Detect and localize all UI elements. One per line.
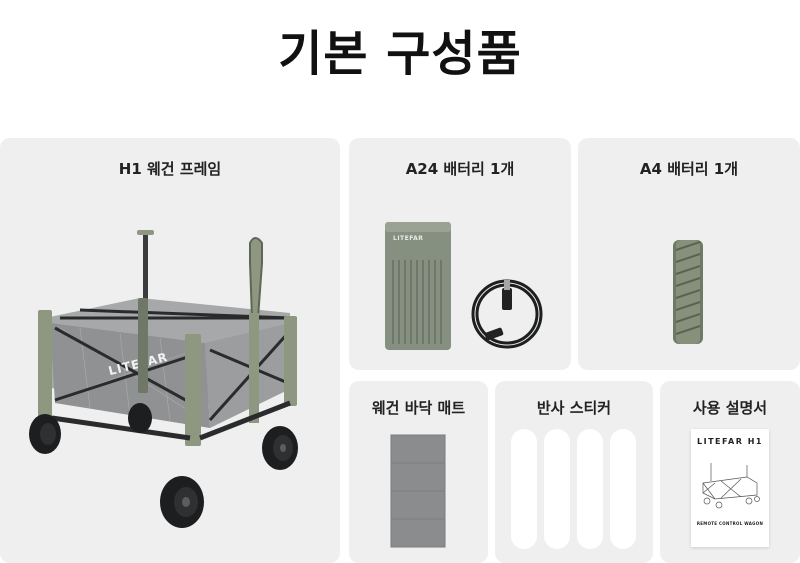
a24-battery-image: LITEFAR (385, 222, 543, 350)
item-card-floor-mat: 웨건 바닥 매트 (349, 381, 488, 563)
item-label-a4-battery: A4 배터리 1개 (639, 160, 739, 178)
wheel-front-right (262, 426, 298, 470)
page-title: 기본 구성품 (278, 26, 522, 82)
item-card-a24-battery: A24 배터리 1개 LITEFAR (349, 138, 571, 370)
item-card-wagon-frame: H1 웨건 프레임 LITEFAR (0, 138, 340, 563)
manual-brand: LITEFAR H1 (697, 437, 763, 446)
manual-caption: REMOTE CONTROL WAGON (696, 521, 764, 526)
item-label-a24-battery: A24 배터리 1개 (405, 160, 515, 178)
floor-mat-image (390, 434, 446, 548)
item-card-user-manual: 사용 설명서 LITEFAR H1 REMOTE CONTROL WAGON (660, 381, 800, 563)
wheel-back-right (128, 403, 152, 433)
manual-wagon-illustration (702, 463, 760, 509)
item-label-reflective-stickers: 반사 스티커 (536, 399, 612, 417)
wagon-frame-image: LITEFAR (29, 230, 298, 528)
item-label-wagon-frame: H1 웨건 프레임 (118, 160, 222, 178)
item-label-floor-mat: 웨건 바닥 매트 (371, 399, 466, 417)
wheel-front-left (160, 476, 204, 528)
item-card-reflective-stickers: 반사 스티커 (495, 381, 653, 563)
wheel-back-left (29, 414, 61, 454)
a24-battery-logo: LITEFAR (393, 235, 423, 242)
item-label-user-manual: 사용 설명서 (692, 399, 768, 417)
a4-battery-image (673, 240, 703, 344)
item-card-a4-battery: A4 배터리 1개 (578, 138, 800, 370)
reflective-stickers-image (511, 429, 636, 549)
user-manual-booklet: LITEFAR H1 REMOTE CONTROL WAGON (691, 429, 769, 547)
